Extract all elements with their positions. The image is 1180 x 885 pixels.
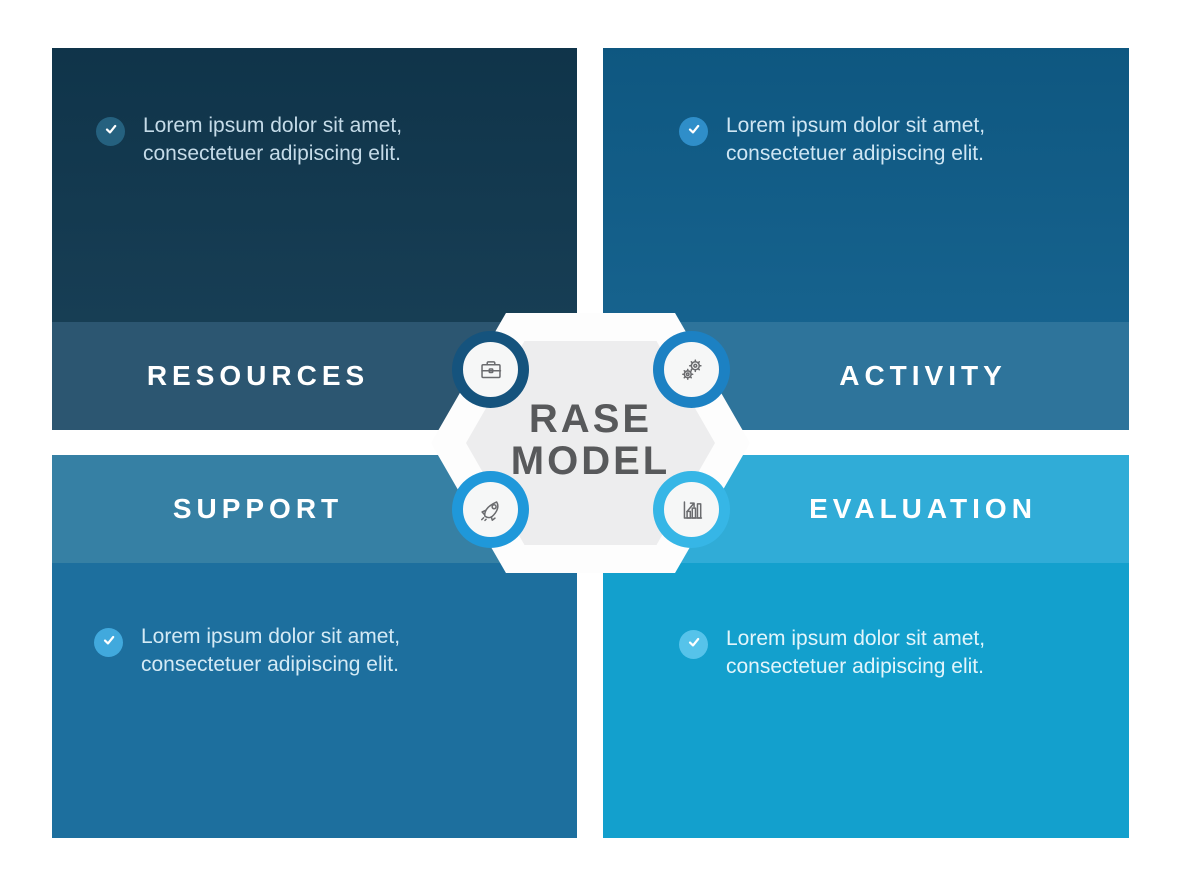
resources-label: RESOURCES (146, 360, 370, 391)
activity-label: ACTIVITY (839, 360, 1007, 391)
check-icon (686, 634, 702, 655)
page-title: RASE MODEL (510, 397, 671, 483)
resources-description: Lorem ipsum dolor sit amet, consectetuer… (143, 114, 403, 165)
quadrant-resources: Lorem ipsum dolor sit amet, consectetuer… (52, 48, 577, 430)
support-description: Lorem ipsum dolor sit amet, consectetuer… (141, 625, 401, 676)
activity-note: Lorem ipsum dolor sit amet, consectetuer… (679, 112, 985, 168)
check-circle (679, 630, 708, 659)
evaluation-note: Lorem ipsum dolor sit amet, consectetuer… (679, 625, 985, 681)
check-icon (101, 632, 117, 653)
resources-note: Lorem ipsum dolor sit amet, consectetuer… (96, 112, 402, 168)
activity-description: Lorem ipsum dolor sit amet, consectetuer… (726, 114, 986, 165)
rocket-icon (474, 493, 508, 527)
evaluation-description: Lorem ipsum dolor sit amet, consectetuer… (726, 627, 986, 678)
evaluation-icon-circle (653, 471, 730, 548)
quadrant-evaluation: EVALUATION Lorem ipsum dolor sit amet, c… (603, 455, 1129, 838)
check-circle (679, 117, 708, 146)
evaluation-label: EVALUATION (809, 493, 1037, 524)
support-note: Lorem ipsum dolor sit amet, consectetuer… (94, 623, 400, 679)
support-icon-circle (452, 471, 529, 548)
check-circle (96, 117, 125, 146)
check-icon (103, 121, 119, 142)
check-circle (94, 628, 123, 657)
activity-icon-circle (653, 331, 730, 408)
resources-icon-circle (452, 331, 529, 408)
support-label: SUPPORT (172, 493, 344, 524)
bar-chart-icon (675, 493, 709, 527)
gears-icon (675, 353, 709, 387)
check-icon (686, 121, 702, 142)
briefcase-icon (474, 353, 508, 387)
